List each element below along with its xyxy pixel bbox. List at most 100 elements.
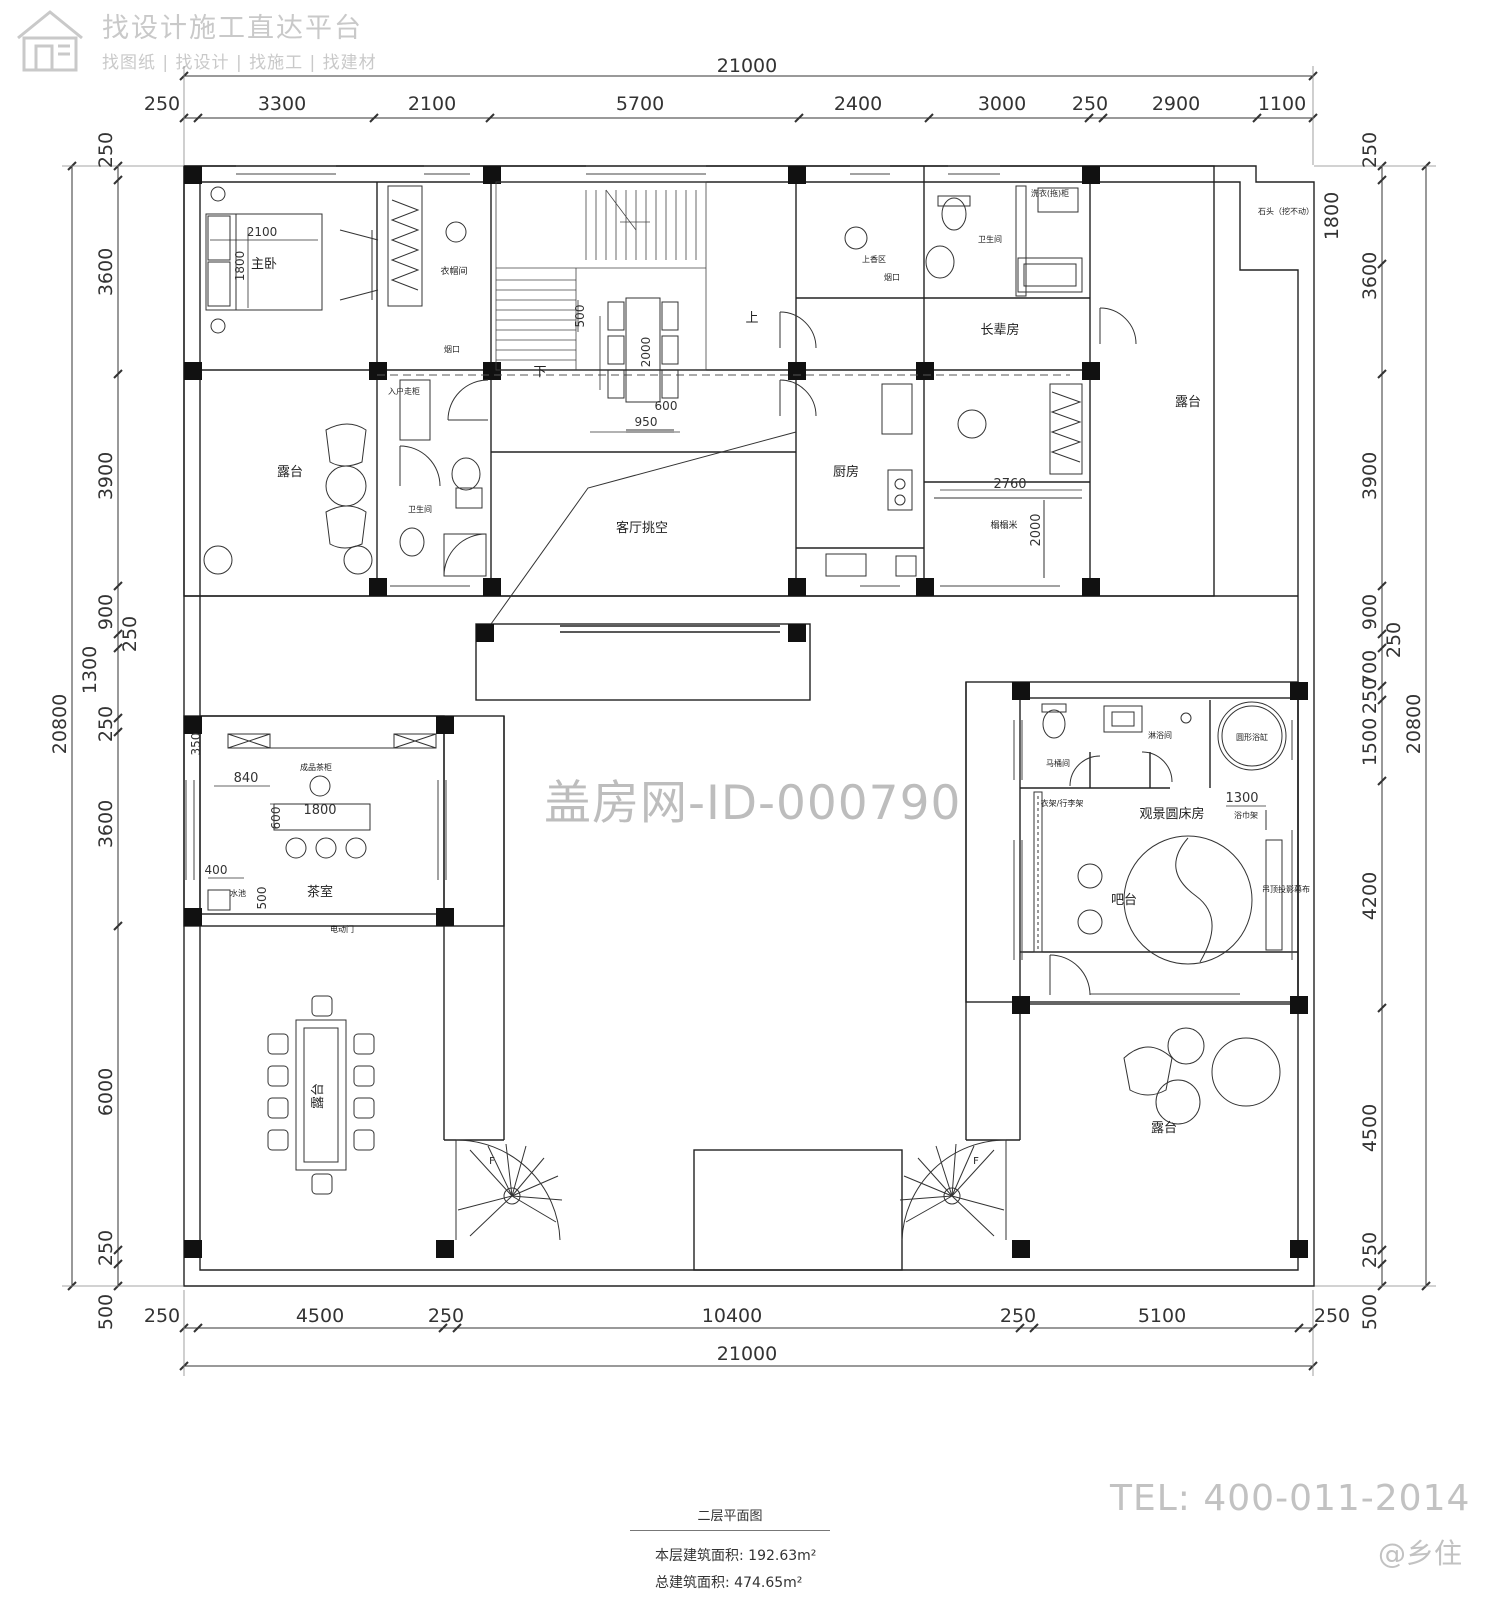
dim-top-9: 1100 xyxy=(1258,93,1306,115)
room-towel: 浴巾架 xyxy=(1234,810,1258,820)
dim-bottom-3: 250 xyxy=(428,1305,464,1327)
watermark-id: 盖房网-ID-000790 xyxy=(544,776,962,831)
vent-label: 烟口 xyxy=(444,345,460,354)
dim-bottom-6: 5100 xyxy=(1138,1305,1186,1327)
room-tea-cabinet: 成品茶柜 xyxy=(300,762,332,772)
dim-top-4: 5700 xyxy=(616,93,664,115)
room-closet: 衣帽间 xyxy=(440,265,467,277)
dim-left-10: 250 xyxy=(95,1230,117,1266)
total-area-label: 总建筑面积: xyxy=(655,1575,730,1591)
dim-left-2: 3600 xyxy=(95,248,117,296)
dim-right-2: 1800 xyxy=(1321,192,1343,240)
watermark-logo-icon xyxy=(14,8,86,76)
dim-table-ref: 600 xyxy=(655,399,678,413)
dim-left-1: 250 xyxy=(95,132,117,168)
dim-bottom-2: 4500 xyxy=(296,1305,344,1327)
dim-left-4: 900 xyxy=(95,594,117,630)
dim-right-9: 1500 xyxy=(1359,718,1381,766)
dim-tea-height: 600 xyxy=(269,807,283,830)
dim-bed-height: 1800 xyxy=(233,251,247,282)
spiral-down-left: F xyxy=(489,1156,495,1167)
floor-area-label: 本层建筑面积: xyxy=(655,1548,744,1564)
dim-bottom-1: 250 xyxy=(144,1305,180,1327)
dim-tea-small: 400 xyxy=(205,863,228,877)
drawing-title-block: 二层平面图 xyxy=(630,1505,830,1531)
room-master-bedroom: 主卧 xyxy=(251,257,277,272)
room-toilet: 马桶间 xyxy=(1046,758,1070,768)
dim-bath-width: 1300 xyxy=(1225,791,1258,806)
stair-up-label: 上 xyxy=(745,311,758,326)
drawing-title: 二层平面图 xyxy=(630,1505,830,1531)
dim-bottom-4: 10400 xyxy=(702,1305,762,1327)
total-area-value: 474.65m² xyxy=(734,1575,803,1591)
dim-right-8: 250 xyxy=(1359,678,1381,714)
room-terrace-dining: 露台 xyxy=(311,1083,326,1109)
dim-right-3: 3600 xyxy=(1359,252,1381,300)
dim-right-total: 20800 xyxy=(1403,694,1425,754)
dim-right-4: 3900 xyxy=(1359,452,1381,500)
room-entry-cabinet: 入户走柜 xyxy=(388,386,420,396)
dim-right-13: 500 xyxy=(1359,1294,1381,1330)
dim-top-5: 2400 xyxy=(834,93,882,115)
dim-tea-side: 350 xyxy=(189,733,203,756)
room-bar: 吧台 xyxy=(1111,893,1137,908)
dim-stair-width: 500 xyxy=(573,305,587,328)
dim-right-7: 700 xyxy=(1359,650,1381,686)
dim-table-height: 2000 xyxy=(639,337,653,368)
room-incense: 上香区 xyxy=(862,254,886,264)
dim-top-3: 2100 xyxy=(408,93,456,115)
dim-right-6: 250 xyxy=(1383,622,1405,658)
dim-right-5: 900 xyxy=(1359,594,1381,630)
room-sink: 水池 xyxy=(230,888,246,898)
watermark-brand: @乡住 xyxy=(1378,1537,1463,1570)
dim-bottom-5: 250 xyxy=(1000,1305,1036,1327)
dim-top-1: 250 xyxy=(144,93,180,115)
dim-table-width: 950 xyxy=(635,415,658,429)
room-kitchen: 厨房 xyxy=(833,464,859,480)
watermark-platform-sub: 找图纸 | 找设计 | 找施工 | 找建材 xyxy=(102,53,377,73)
watermark-tel: TEL: 400-011-2014 xyxy=(1110,1478,1471,1519)
room-shower: 淋浴间 xyxy=(1148,730,1172,740)
dim-left-7: 250 xyxy=(95,706,117,742)
dim-bottom-total: 21000 xyxy=(717,1343,777,1365)
room-wash-cabinet: 洗衣(拖)柜 xyxy=(1031,188,1069,198)
room-stone: 石头（挖不动） xyxy=(1258,206,1314,216)
room-terrace-left: 露台 xyxy=(277,465,303,480)
dim-study-height: 2000 xyxy=(1029,513,1044,546)
dim-top-8: 2900 xyxy=(1152,93,1200,115)
dim-study-width: 2760 xyxy=(993,477,1026,492)
dim-left-9: 6000 xyxy=(95,1068,117,1116)
total-area-row: 总建筑面积: 474.65m² xyxy=(655,1572,802,1592)
room-wardrobe: 衣架/行李架 xyxy=(1041,798,1084,808)
floor-area-value: 192.63m² xyxy=(748,1548,817,1564)
dim-top-2: 3300 xyxy=(258,93,306,115)
vent-label-2: 烟口 xyxy=(884,273,900,282)
room-terrace-right: 露台 xyxy=(1175,395,1201,410)
dim-left-6: 1300 xyxy=(79,646,101,694)
dim-left-8: 3600 xyxy=(95,800,117,848)
dim-bed-width: 2100 xyxy=(247,225,278,239)
room-living-void: 客厅挑空 xyxy=(616,520,668,536)
dim-tea-width: 840 xyxy=(234,771,259,786)
dim-left-3: 3900 xyxy=(95,452,117,500)
dim-left-11: 500 xyxy=(95,1294,117,1330)
dim-tea-table: 1800 xyxy=(303,803,336,818)
stair-down-label: 下 xyxy=(533,365,546,380)
room-elder: 长辈房 xyxy=(980,322,1019,338)
room-tub: 圆形浴缸 xyxy=(1236,732,1268,742)
dim-right-1: 250 xyxy=(1359,132,1381,168)
dim-bottom-7: 250 xyxy=(1314,1305,1350,1327)
dim-right-10: 4200 xyxy=(1359,872,1381,920)
floor-area-row: 本层建筑面积: 192.63m² xyxy=(655,1545,816,1565)
dim-top-total: 21000 xyxy=(717,55,777,77)
dim-right-12: 250 xyxy=(1359,1232,1381,1268)
dim-left-total: 20800 xyxy=(49,694,71,754)
room-tv-cabinet: 吊顶投影幕布 xyxy=(1262,884,1310,894)
room-auto-door: 电动门 xyxy=(330,924,354,934)
room-bath-top: 卫生间 xyxy=(978,234,1002,244)
room-terrace-round: 露台 xyxy=(1151,1121,1177,1136)
dim-right-11: 4500 xyxy=(1359,1104,1381,1152)
dim-top-7: 250 xyxy=(1072,93,1108,115)
room-bath-left: 卫生间 xyxy=(408,504,432,514)
